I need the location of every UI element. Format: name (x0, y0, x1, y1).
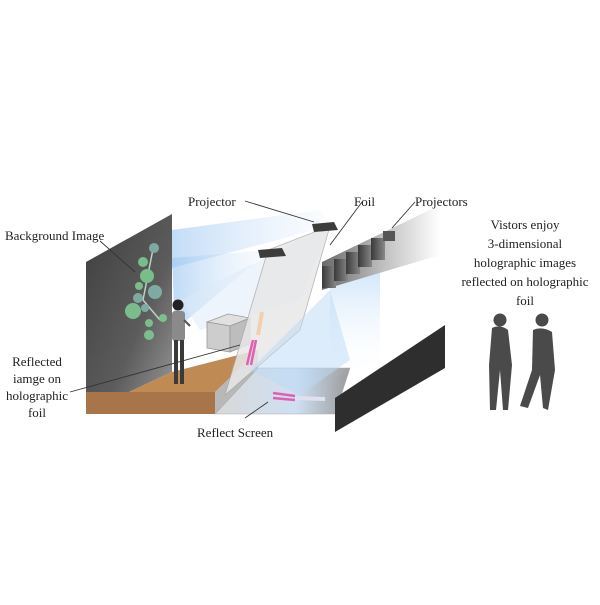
label-line: Reflected (12, 354, 62, 369)
performer-figure (172, 299, 191, 384)
label-reflect-screen: Reflect Screen (197, 425, 274, 440)
stage-floor (86, 350, 258, 412)
label-line: 3-dimensional (487, 236, 563, 251)
label-reflected-image: Reflected iamge on holographic foil (4, 353, 70, 421)
top-projectors (258, 222, 338, 258)
stage-front (86, 392, 215, 414)
label-line: holographic images (473, 255, 577, 270)
label-visitors: Vistors enjoy 3-dimensional holographic … (450, 215, 600, 310)
label-line: reflected on holographic (461, 274, 589, 289)
label-projectors: Projectors (415, 194, 468, 209)
hologram-figure-foil (245, 311, 264, 366)
leader-lines (69, 200, 416, 419)
background-image-graphic (125, 243, 167, 340)
visitor-silhouettes (489, 313, 555, 410)
label-foil: Foil (354, 194, 375, 209)
label-line: holographic (5, 388, 69, 403)
label-line: Vistors enjoy (490, 217, 560, 232)
label-projector: Projector (188, 194, 236, 209)
projector-array (322, 231, 395, 288)
label-background-image: Background Image (5, 228, 105, 243)
black-front-panel (335, 325, 445, 432)
label-line: foil (27, 405, 47, 420)
label-line: foil (515, 293, 535, 308)
label-line: iamge on (12, 371, 61, 386)
hologram-figure-floor (272, 391, 326, 402)
downward-beams (250, 260, 380, 395)
